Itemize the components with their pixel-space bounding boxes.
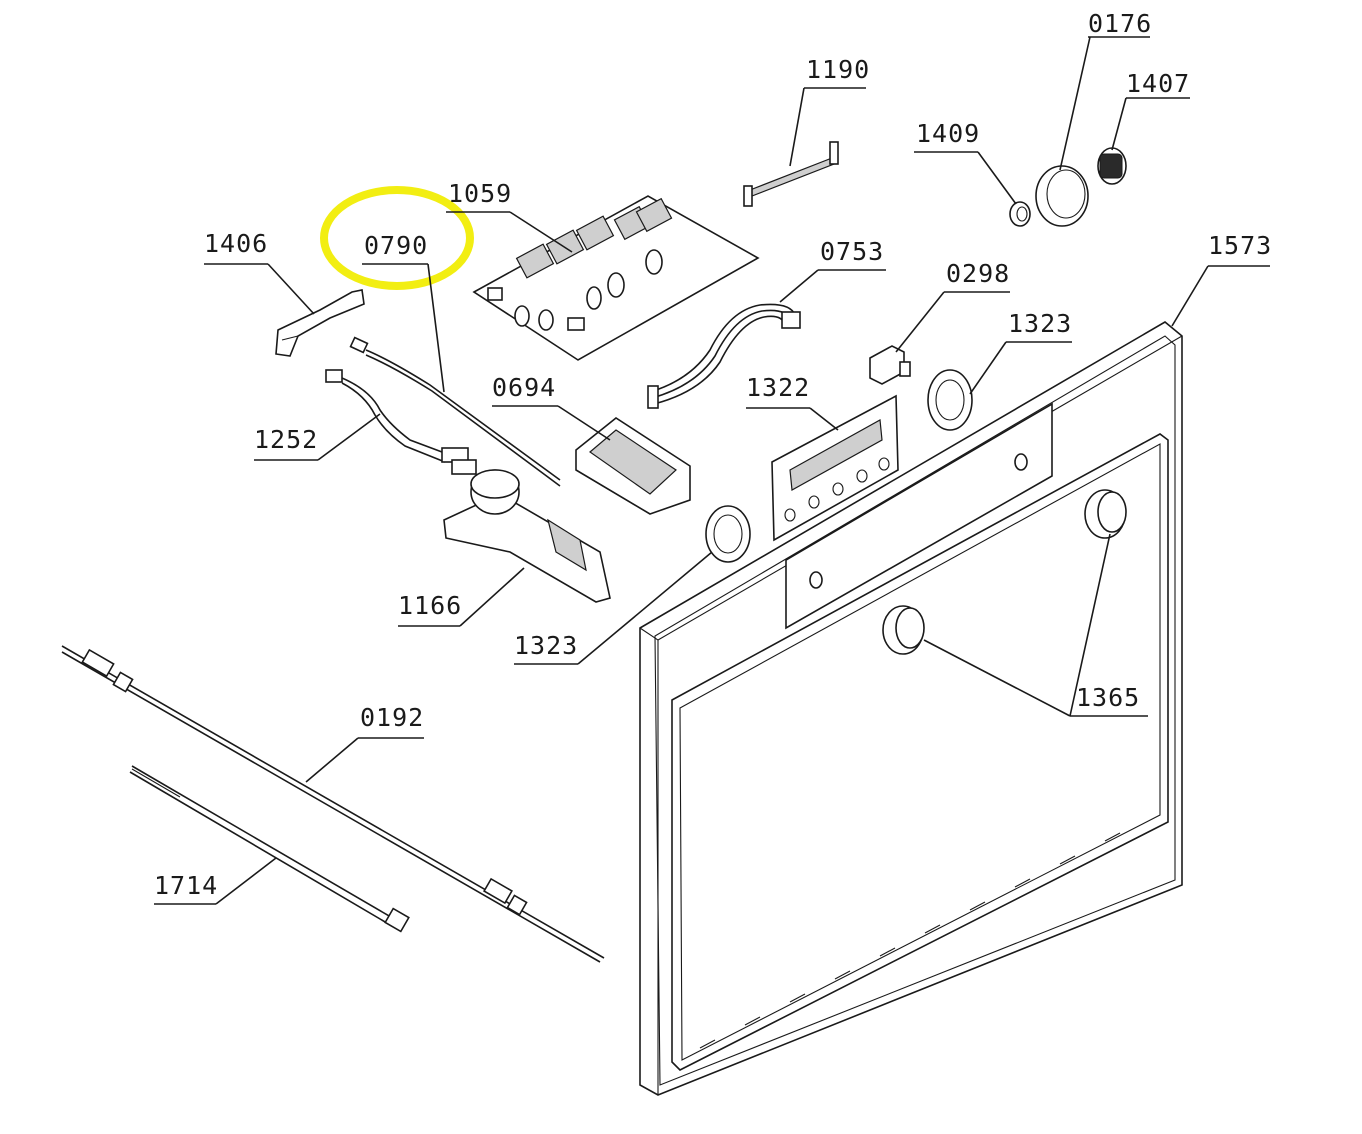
part-1252-wiring-harness bbox=[325, 369, 477, 475]
part-1407-shaft bbox=[1097, 147, 1127, 185]
label-0790: 0790 bbox=[364, 231, 428, 260]
callout-1365[interactable]: 1365 bbox=[923, 533, 1148, 717]
callout-1322[interactable]: 1322 bbox=[746, 373, 839, 431]
callout-0192[interactable]: 0192 bbox=[305, 703, 424, 783]
part-1323-bezel-upper bbox=[927, 369, 973, 431]
callout-1714[interactable]: 1714 bbox=[154, 857, 277, 905]
callout-1323-lower[interactable]: 1323 bbox=[514, 551, 713, 665]
label-0192: 0192 bbox=[360, 703, 424, 732]
part-1059-control-board bbox=[472, 195, 760, 361]
label-1573: 1573 bbox=[1208, 231, 1272, 260]
label-1323-upper: 1323 bbox=[1008, 309, 1072, 338]
callout-1406[interactable]: 1406 bbox=[204, 229, 315, 315]
part-0192-rod bbox=[61, 645, 605, 963]
label-1407: 1407 bbox=[1126, 69, 1190, 98]
label-1409: 1409 bbox=[916, 119, 980, 148]
part-1323-bezel-lower bbox=[705, 505, 751, 563]
label-1190: 1190 bbox=[806, 55, 870, 84]
label-1252: 1252 bbox=[254, 425, 318, 454]
part-1365-knob-right bbox=[1084, 489, 1127, 539]
part-1365-knob-left bbox=[882, 605, 925, 655]
label-0176: 0176 bbox=[1088, 9, 1152, 38]
part-1190-flat-cable bbox=[743, 141, 839, 207]
label-1365: 1365 bbox=[1076, 683, 1140, 712]
part-1166-motor-unit bbox=[443, 469, 611, 603]
callout-0694[interactable]: 0694 bbox=[492, 373, 611, 441]
label-0753: 0753 bbox=[820, 237, 884, 266]
part-0694-module bbox=[575, 417, 691, 515]
part-1406-bracket bbox=[275, 289, 365, 357]
label-1714: 1714 bbox=[154, 871, 218, 900]
highlight-circle bbox=[320, 186, 474, 290]
part-1573-front-frame bbox=[639, 321, 1183, 1096]
callout-1323-upper[interactable]: 1323 bbox=[969, 309, 1072, 395]
label-1323-lower: 1323 bbox=[514, 631, 578, 660]
label-1322: 1322 bbox=[746, 373, 810, 402]
callout-0176[interactable]: 0176 bbox=[1059, 9, 1152, 171]
callout-0298[interactable]: 0298 bbox=[895, 259, 1010, 353]
part-1714-probe bbox=[129, 765, 410, 933]
part-1322-control-panel bbox=[771, 394, 899, 542]
callout-1059[interactable]: 1059 bbox=[446, 179, 573, 253]
label-1059: 1059 bbox=[448, 179, 512, 208]
callout-1573[interactable]: 1573 bbox=[1171, 231, 1272, 327]
label-1406: 1406 bbox=[204, 229, 268, 258]
part-0790-sensor-wire bbox=[349, 336, 561, 487]
label-0694: 0694 bbox=[492, 373, 556, 402]
callout-1407[interactable]: 1407 bbox=[1111, 69, 1190, 151]
part-0753-ribbon-cable bbox=[647, 303, 801, 409]
callout-0790[interactable]: 0790 bbox=[362, 231, 445, 393]
callout-1409[interactable]: 1409 bbox=[914, 119, 1017, 205]
label-0298: 0298 bbox=[946, 259, 1010, 288]
label-1166: 1166 bbox=[398, 591, 462, 620]
part-1409-nut bbox=[1009, 201, 1031, 227]
part-0298-switch bbox=[869, 345, 911, 385]
callout-0753[interactable]: 0753 bbox=[779, 237, 886, 303]
part-0176-ring bbox=[1035, 165, 1089, 227]
callout-1252[interactable]: 1252 bbox=[254, 413, 381, 461]
callout-1166[interactable]: 1166 bbox=[398, 567, 525, 627]
callout-1190[interactable]: 1190 bbox=[789, 55, 870, 167]
